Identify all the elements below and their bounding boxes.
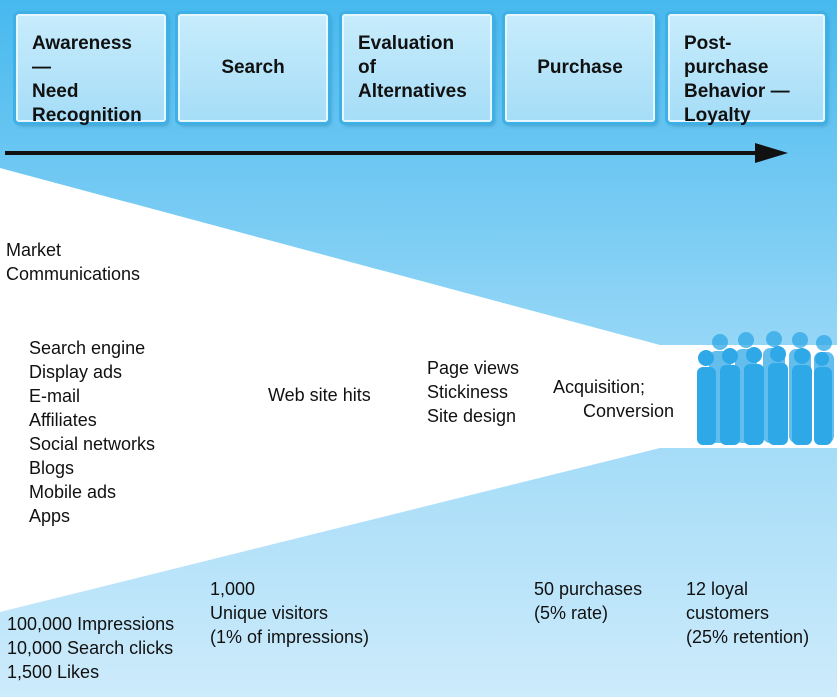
people-group-icon xyxy=(697,331,834,445)
purchases-metric: 50 purchases (5% rate) xyxy=(534,579,643,623)
stage-evaluation: Evaluation of Alternatives xyxy=(342,14,492,122)
visitors-metric: 1,000 Unique visitors (1% of impressions… xyxy=(210,579,370,647)
stage-awareness: Awareness — Need Recognition xyxy=(16,14,166,126)
page-metrics-label: Page views Stickiness Site design xyxy=(427,358,520,426)
website-hits-label: Web site hits xyxy=(268,385,371,405)
channel-list: Search engine Display ads E-mail Affilia… xyxy=(29,338,156,526)
stage-search: Search xyxy=(178,14,328,122)
impressions-metric: 100,000 Impressions 10,000 Search clicks… xyxy=(7,614,175,682)
right-arrow-icon xyxy=(5,143,788,163)
stage-loyalty: Post-purchase Behavior — Loyalty xyxy=(668,14,825,126)
loyal-customers-metric: 12 loyal customers (25% retention) xyxy=(686,579,810,647)
stage-purchase: Purchase xyxy=(505,14,655,122)
acquisition-label: Acquisition; xyxy=(553,377,646,397)
market-communications-label: Market Communications xyxy=(6,240,141,284)
conversion-label: Conversion xyxy=(583,401,675,421)
